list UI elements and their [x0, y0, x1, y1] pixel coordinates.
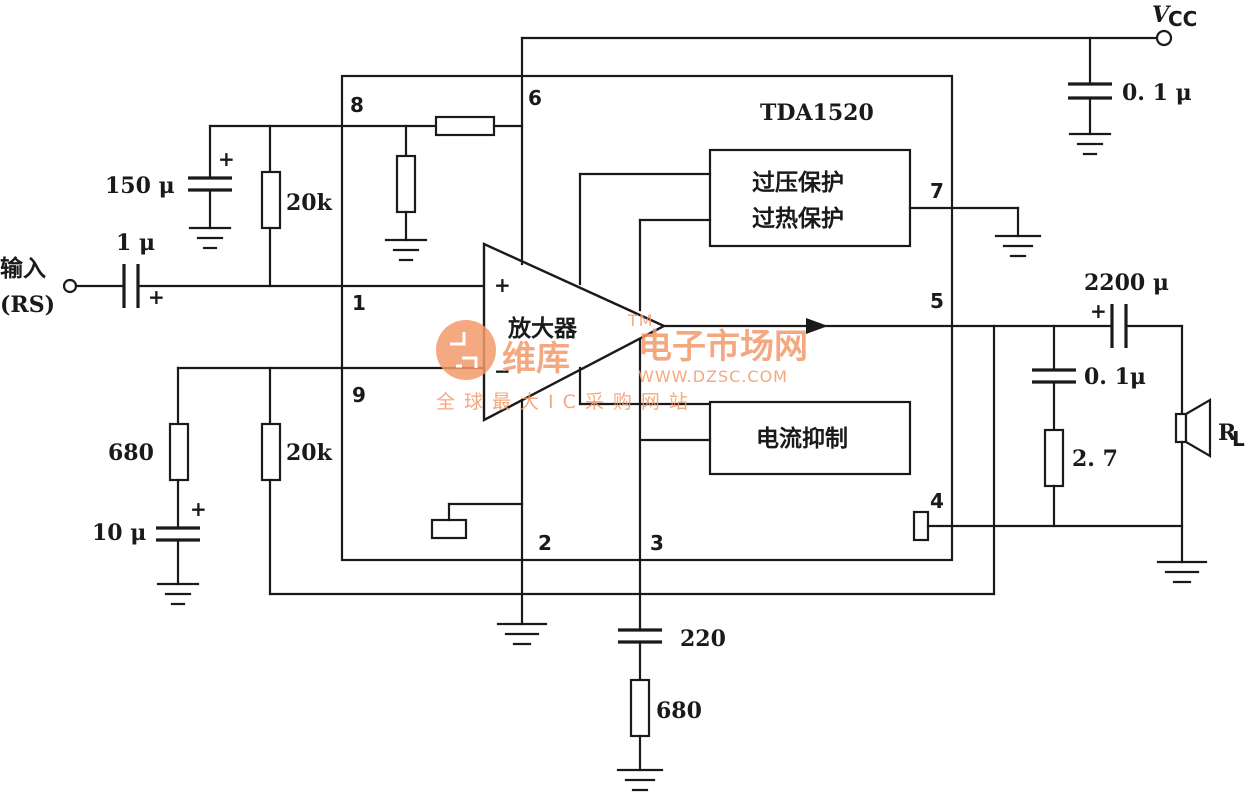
pin-8-label: 8	[350, 93, 364, 117]
resistor-pin8-pin6	[434, 115, 496, 137]
vcc-rail: V CC	[520, 2, 1197, 128]
ground-symbol	[994, 234, 1042, 258]
pin-1-label: 1	[352, 291, 366, 315]
c-zobel-label: 0. 1μ	[1084, 364, 1146, 390]
pin-3-label: 3	[650, 531, 664, 555]
input-terminal	[62, 278, 78, 294]
ground-symbol	[496, 622, 548, 646]
amp-minus-label: −	[494, 359, 511, 383]
vcc-label: V	[1152, 2, 1171, 28]
protection-box	[708, 148, 912, 248]
resistor-20k-bias	[260, 170, 282, 230]
amplifier: + − 放大器 2	[430, 124, 667, 646]
c-in-polarity: +	[148, 285, 165, 309]
watermark-slogan: 全球最大IC采购网站	[436, 391, 697, 413]
load-label-subscript: L	[1232, 427, 1245, 451]
resistor-680-pin3	[629, 678, 651, 738]
output-network: 5 2200 μ + 0. 1μ 2. 7 4 R L	[662, 270, 1245, 584]
ground-symbol	[384, 238, 428, 262]
r-680-pin3-label: 680	[656, 698, 702, 724]
pin-9-label: 9	[352, 383, 366, 407]
watermark: 维库 电子市场网 TM WWW.DZSC.COM 全球最大IC采购网站	[436, 311, 808, 413]
c-out-polarity: +	[1090, 299, 1107, 323]
protection-line-2: 过热保护	[752, 205, 844, 232]
pin-6-label: 6	[528, 86, 542, 110]
ic-package-outline	[340, 74, 954, 562]
watermark-tm: TM	[627, 311, 654, 330]
ground-symbol	[156, 582, 200, 606]
resistor-20k-feedback	[260, 422, 282, 482]
resistor-zobel	[1043, 428, 1065, 488]
input-network: 输入 (RS) 1 μ + 1	[0, 230, 486, 318]
c-10-label: 10 μ	[92, 520, 146, 546]
input-label-rs: (RS)	[0, 292, 55, 318]
c-150-label: 150 μ	[105, 173, 175, 199]
feedback-network: + 680 10 μ 20k 9	[92, 324, 996, 606]
c-150-polarity: +	[218, 147, 235, 171]
watermark-site-name: 电子市场网	[638, 327, 808, 367]
pin4-element	[912, 510, 930, 542]
watermark-logo-circuit	[450, 332, 478, 368]
current-limit-label: 电流抑制	[756, 425, 848, 452]
c-220-label: 220	[680, 626, 726, 652]
watermark-brand: 维库	[502, 339, 570, 379]
load-label: R	[1218, 420, 1237, 446]
ground-symbol	[616, 768, 664, 792]
ground-symbol	[1068, 132, 1112, 156]
r-680-fb-label: 680	[108, 440, 154, 466]
r-20k-bias-label: 20k	[286, 190, 333, 216]
c-out-label: 2200 μ	[1084, 270, 1169, 296]
current-limit-box	[708, 400, 912, 476]
speaker-magnet	[1174, 412, 1188, 444]
ground-symbol	[1156, 560, 1208, 584]
current-limit-block: 电流抑制 3	[578, 338, 912, 632]
r-zobel-label: 2. 7	[1072, 446, 1118, 472]
r-20k-fb-label: 20k	[286, 440, 333, 466]
speaker-cone	[1184, 398, 1212, 458]
pin8-network: 8 6 + 150 μ 20k	[105, 86, 542, 288]
pin-5-label: 5	[930, 289, 944, 313]
ground-symbol	[188, 226, 232, 250]
loudspeaker: R L	[1174, 398, 1245, 458]
output-arrow	[806, 318, 828, 334]
protection-block: 过压保护 过热保护 7	[578, 148, 1042, 312]
c-vcc-label: 0. 1 μ	[1122, 80, 1192, 106]
ic-name-label: TDA1520	[760, 100, 874, 126]
pin-7-label: 7	[930, 179, 944, 203]
c-in-label: 1 μ	[116, 230, 155, 256]
resistor-internal-pin8	[395, 154, 417, 214]
c-10-polarity: +	[190, 497, 207, 521]
pin3-snubber: 220 680	[616, 626, 726, 792]
vcc-label-subscript: CC	[1168, 7, 1197, 31]
input-label: 输入	[0, 255, 46, 282]
vcc-terminal	[1155, 29, 1173, 47]
capacitor-vcc-decoupling: 0. 1 μ	[1068, 36, 1192, 156]
pin-4-label: 4	[930, 489, 944, 513]
internal-element	[430, 518, 468, 540]
resistor-680-feedback	[168, 422, 190, 482]
pin-2-label: 2	[538, 531, 552, 555]
protection-line-1: 过压保护	[752, 169, 844, 196]
watermark-url: WWW.DZSC.COM	[638, 367, 788, 386]
amp-plus-label: +	[494, 273, 511, 297]
amp-label: 放大器	[507, 315, 578, 342]
watermark-logo-icon	[436, 320, 496, 380]
